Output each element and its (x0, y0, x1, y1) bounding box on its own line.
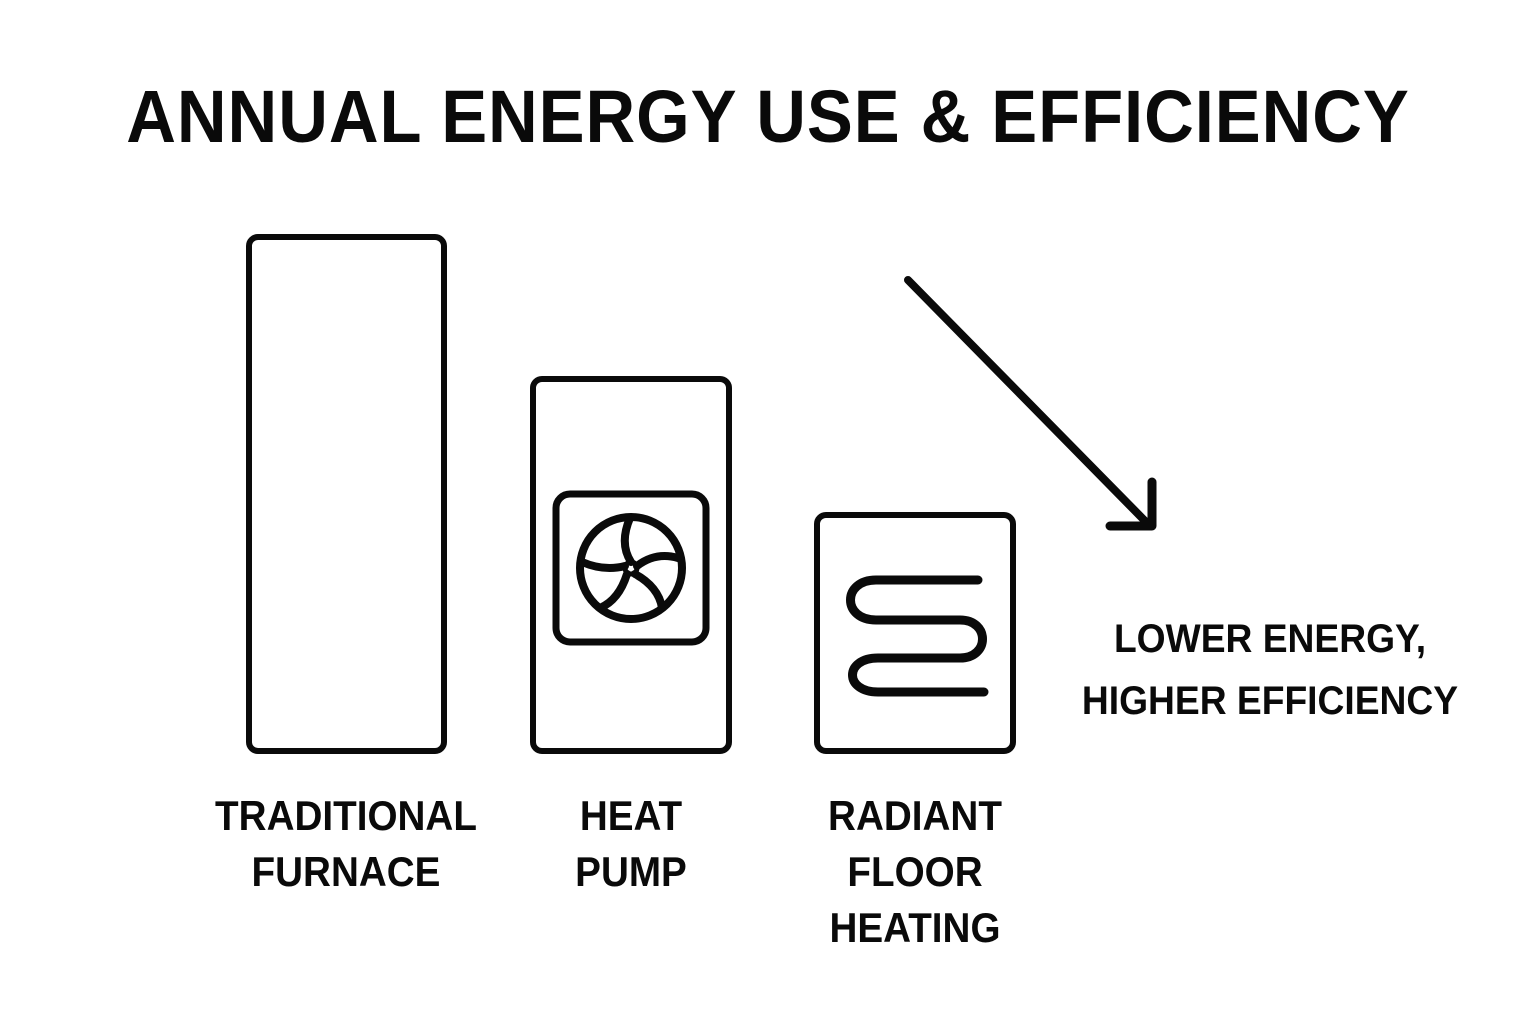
label-line: TRADITIONAL (215, 792, 477, 839)
label-line: HEATING (829, 904, 1001, 951)
radiant-coil-icon (846, 575, 989, 697)
label-line: PUMP (575, 848, 687, 895)
efficiency-annotation: LOWER ENERGY, HIGHER EFFICIENCY (1056, 608, 1484, 732)
annotation-line: HIGHER EFFICIENCY (1081, 679, 1459, 723)
bar-heat-pump (530, 376, 732, 754)
label-traditional-furnace: TRADITIONAL FURNACE (199, 788, 493, 900)
label-line: FURNACE (251, 848, 441, 895)
label-radiant-floor-heating: RADIANT FLOOR HEATING (804, 788, 1027, 956)
label-line: HEAT (579, 792, 683, 839)
chart-title: ANNUAL ENERGY USE & EFFICIENCY (126, 75, 1410, 158)
fan-icon (552, 490, 710, 646)
label-heat-pump: HEAT PUMP (538, 788, 724, 900)
annotation-line: LOWER ENERGY, (1113, 617, 1427, 661)
bar-traditional-furnace (246, 234, 447, 754)
label-line: FLOOR (847, 848, 983, 895)
label-line: RADIANT (828, 792, 1002, 839)
bar-radiant-floor-heating (814, 512, 1016, 754)
arrow-down-right-icon (904, 276, 1157, 531)
